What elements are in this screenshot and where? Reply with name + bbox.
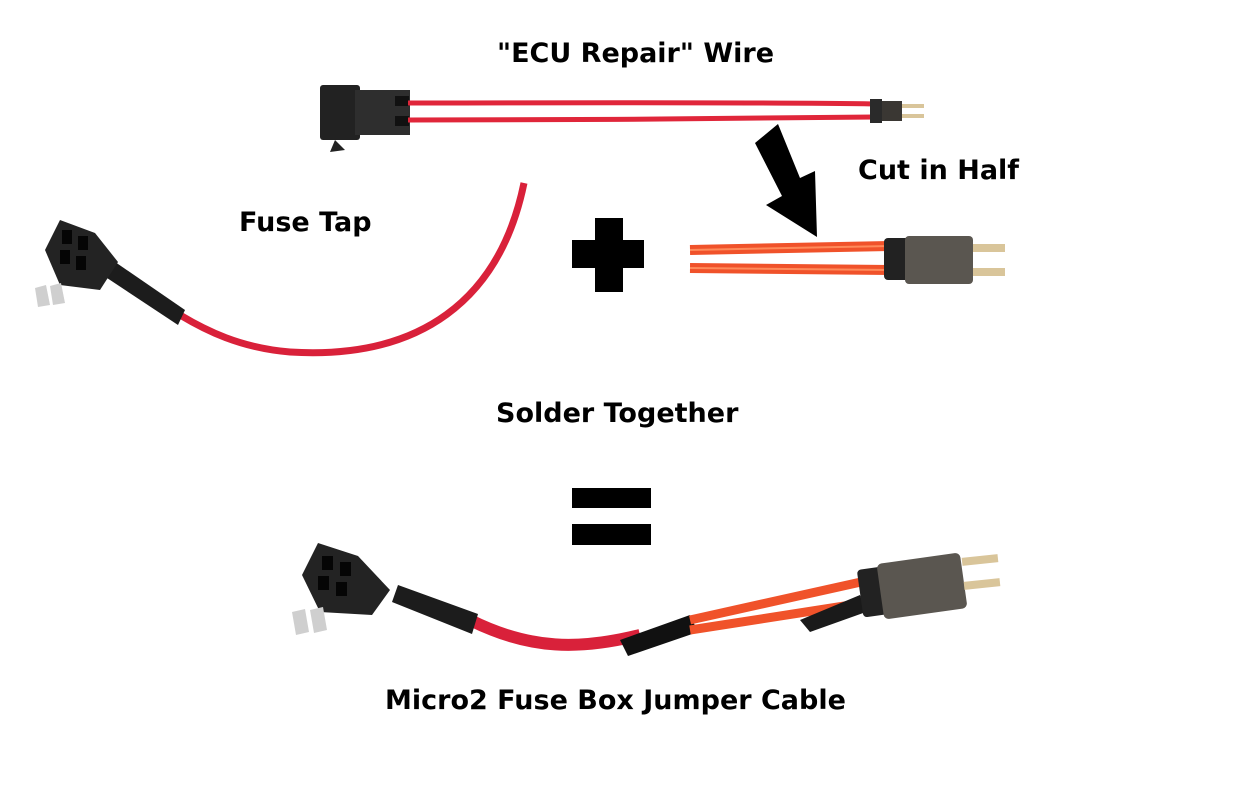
- fuse-tap-wire: [178, 182, 528, 357]
- plus-icon: [572, 218, 644, 292]
- half-wire-micro-plug: [905, 236, 973, 284]
- solder-together-label: Solder Together: [496, 398, 739, 429]
- jumper-micro-plug: [877, 553, 967, 619]
- fuse-tap-housing: [45, 220, 118, 290]
- half-wire-image: [689, 236, 1005, 284]
- jumper-cut-end: [800, 595, 866, 632]
- ecu-repair-wire-label: "ECU Repair" Wire: [497, 38, 775, 69]
- jumper-cable-label: Micro2 Fuse Box Jumper Cable: [385, 685, 846, 716]
- ecu-repair-wire-image: [320, 85, 924, 152]
- jumper-red-wire: [467, 614, 642, 651]
- ecu-wire-strand-lower: [407, 114, 876, 123]
- half-wire-pin: [973, 244, 1005, 252]
- fuse-tap-boot: [98, 255, 185, 325]
- ecu-fuse-holder: [320, 85, 360, 140]
- fuse-tap-label: Fuse Tap: [239, 207, 372, 238]
- ecu-wire-strand-upper: [407, 100, 876, 107]
- cut-arrow-icon: [755, 124, 817, 237]
- jumper-cable-image: [292, 543, 1001, 656]
- cut-in-half-label: Cut in Half: [858, 155, 1020, 186]
- ecu-micro-plug: [882, 101, 902, 121]
- fuse-tap-blade: [35, 285, 50, 307]
- jumper-fuse-blade: [292, 609, 309, 635]
- jumper-fuse-housing: [302, 543, 390, 615]
- jumper-pin: [961, 554, 999, 566]
- jumper-heat-shrink: [620, 615, 698, 656]
- jumper-orange-wire-upper: [689, 575, 871, 625]
- equals-icon: [572, 488, 651, 545]
- jumper-fuse-boot: [392, 585, 478, 634]
- fuse-tap-image: [35, 182, 528, 357]
